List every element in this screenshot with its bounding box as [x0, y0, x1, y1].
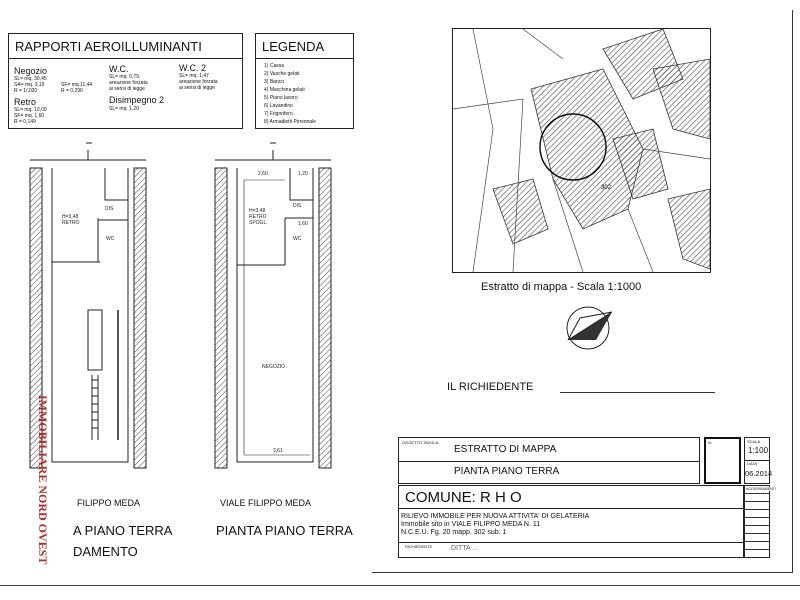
disimpegno-values: SL= mq. 1,20: [109, 106, 139, 112]
parcel-number: 302: [601, 185, 612, 191]
title-block: OGGETTO TAVOLA: ESTRATTO DI MAPPA PIANTA…: [398, 437, 776, 558]
richiedente-label: IL RICHIEDENTE: [447, 381, 534, 393]
scala-label: SCALA: [747, 439, 761, 444]
plan2-height-label: H=3,48: [249, 208, 265, 214]
signature-line: [560, 392, 715, 393]
description: RILIEVO IMMOBILE PER NUOVA ATTIVITA' DI …: [401, 513, 590, 536]
legenda-item: 2) Vasche gelati: [264, 71, 300, 77]
sheet-bottom-line: [0, 585, 800, 586]
negozio-label: Negozio: [14, 66, 48, 76]
data-label: DATA: [747, 461, 758, 466]
richiedente-field-value: DITTA ...: [451, 545, 479, 552]
retro-label: Retro: [14, 97, 37, 107]
wc2-label: W.C. 2: [179, 63, 207, 73]
plan1-subtitle: DAMENTO: [73, 544, 138, 559]
disimpegno-label: Disimpegno 2: [109, 95, 165, 105]
legenda-item: 6) Lavandino: [264, 103, 293, 109]
legenda-title: LEGENDA: [262, 39, 325, 54]
watermark-logo: IMMOBILIARE NORD OVEST: [36, 395, 50, 565]
plan-piano-terra: [214, 142, 332, 469]
legenda-item: 4) Macchina gelati: [264, 87, 305, 93]
dimension-label: 3,61: [273, 448, 283, 454]
richiedente-field-label: RICHIEDENTE: [405, 544, 433, 549]
aggiornamenti-box: AGGIORNAMENTI: [744, 485, 776, 558]
data-value: 06.2014: [745, 469, 773, 478]
tavola-number-box: N.: [704, 437, 741, 484]
legenda-item: 5) Piano lavoro: [264, 95, 298, 101]
legenda-item: 1) Cassa: [264, 63, 285, 69]
sheet-border: [372, 10, 793, 573]
comune: COMUNE: R H O: [405, 489, 522, 506]
plan2-retro-label: RETRO: [249, 214, 267, 220]
plan1-height-label: H=3,48: [62, 214, 78, 220]
map-caption: Estratto di mappa - Scala 1:1000: [481, 281, 642, 293]
plan2-spogl-label: SPOGL.: [249, 220, 268, 226]
plan2-street: VIALE FILIPPO MEDA: [220, 498, 312, 508]
rapporti-box: RAPPORTI AEROILLUMINANTI Negozio SL= mq.…: [8, 33, 243, 129]
legenda-item: 7) Frigorifero: [264, 111, 293, 117]
plan2-dis-label: DIS: [293, 203, 302, 209]
legenda-box: LEGENDA 1) Cassa 2) Vasche gelati 3) Banco…: [255, 33, 354, 129]
plan1-street: FILIPPO MEDA: [77, 498, 141, 508]
scala-value: 1:100: [748, 446, 769, 455]
legenda-item: 3) Banco: [264, 79, 285, 85]
plan2-negozio-label: NEGOZIO: [262, 364, 285, 370]
legenda-item: 8) Armadietti Personale: [264, 119, 316, 125]
plan2-title: PIANTA PIANO TERRA: [216, 523, 353, 538]
plan2-wc-label: WC: [293, 236, 302, 242]
cadastral-map: 302: [453, 29, 710, 272]
plan1-wc-label: WC: [106, 236, 115, 242]
title-row-1: ESTRATTO DI MAPPA: [454, 444, 557, 455]
plan1-dis-label: DIS: [105, 206, 114, 212]
dimension-label: 1,60: [298, 221, 308, 227]
dimension-label: 2,60: [258, 171, 268, 177]
location-circle: [539, 113, 607, 181]
plan1-retro-label: RETRO: [62, 220, 80, 226]
legenda-list: 1) Cassa 2) Vasche gelati 3) Banco 4) Macch…: [264, 62, 316, 126]
wc-label: W.C.: [109, 64, 129, 74]
oggetto-label: OGGETTO TAVOLA:: [402, 440, 440, 445]
title-row-2: PIANTA PIANO TERRA: [454, 466, 560, 477]
rapporti-title: RAPPORTI AEROILLUMINANTI: [15, 39, 202, 54]
plan1-title: A PIANO TERRA: [73, 523, 173, 538]
dimension-label: 1,20: [298, 171, 308, 177]
plan-arredamento: [29, 142, 147, 469]
map-extract: 302: [452, 28, 711, 273]
